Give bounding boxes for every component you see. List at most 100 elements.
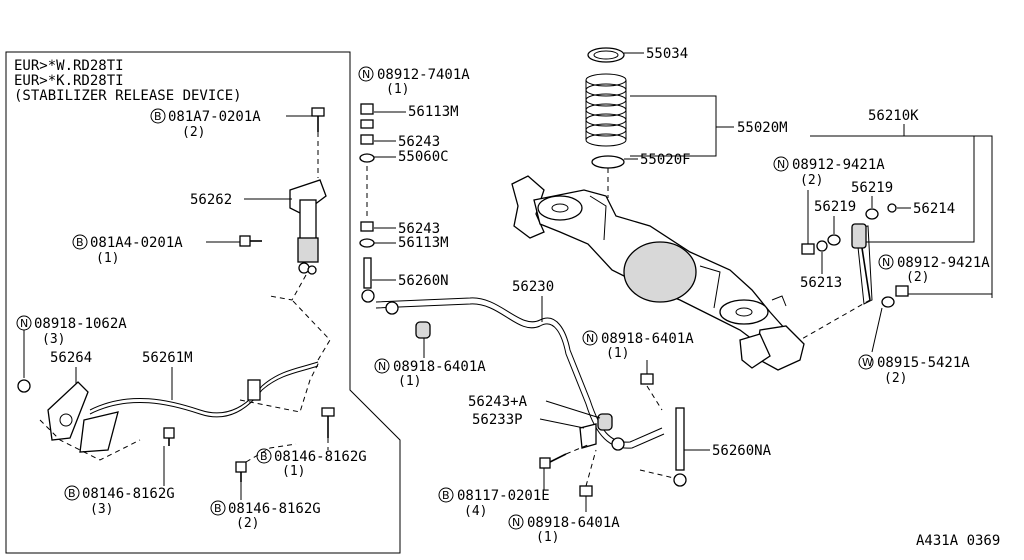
bolt-081A7-graphic: [311, 107, 325, 178]
svg-text:(1): (1): [536, 530, 559, 545]
callout-08918-6401A-right: N 08918-6401A (1): [582, 330, 694, 374]
svg-text:08146-8162G: 08146-8162G: [82, 486, 175, 502]
callout-56243A: 56243+A: [468, 394, 601, 419]
callout-55060C: 55060C: [374, 149, 449, 165]
inset-header-line3: (STABILIZER RELEASE DEVICE): [14, 88, 242, 104]
svg-text:08117-0201E: 08117-0201E: [457, 488, 550, 504]
svg-text:B: B: [442, 489, 450, 502]
svg-text:56113M: 56113M: [408, 104, 459, 120]
svg-text:(4): (4): [464, 504, 487, 519]
svg-text:(3): (3): [42, 332, 65, 347]
svg-text:56261M: 56261M: [142, 350, 193, 366]
callout-08918-1062A: N 08918-1062A (3): [16, 315, 127, 393]
callout-081A4-0201A: B 081A4-0201A (1): [72, 234, 240, 266]
bushing-56243A-graphic: [579, 413, 613, 449]
svg-text:56214: 56214: [913, 201, 955, 217]
svg-text:56262: 56262: [190, 192, 232, 208]
svg-text:56260N: 56260N: [398, 273, 449, 289]
svg-text:(1): (1): [398, 374, 421, 389]
inset-header-line2: EUR>*K.RD28TI: [14, 73, 124, 89]
svg-text:B: B: [76, 236, 84, 249]
shock-56210K-graphic: [799, 223, 873, 341]
svg-text:N: N: [586, 332, 594, 345]
cable-56261M-graphic: [89, 299, 331, 418]
svg-text:081A7-0201A: 081A7-0201A: [168, 109, 261, 125]
svg-text:08912-9421A: 08912-9421A: [792, 157, 885, 173]
catalog-code: A431A 0369: [916, 533, 1000, 549]
svg-text:(1): (1): [606, 346, 629, 361]
svg-text:56230: 56230: [512, 279, 554, 295]
svg-text:N: N: [378, 360, 386, 373]
callout-08918-6401A-bottom: N 08918-6401A (1): [508, 496, 620, 545]
link-56260N-graphic: [361, 257, 375, 303]
svg-text:B: B: [154, 110, 162, 123]
svg-text:08912-9421A: 08912-9421A: [897, 255, 990, 271]
callout-56260N: 56260N: [372, 273, 449, 289]
callout-55034: 55034: [624, 46, 688, 62]
svg-text:56264: 56264: [50, 350, 92, 366]
callout-56243-top: 56243: [374, 134, 440, 150]
svg-text:N: N: [20, 317, 28, 330]
callout-08912-9421A-right: N 08912-9421A (2): [878, 254, 992, 297]
svg-text:08918-1062A: 08918-1062A: [34, 316, 127, 332]
callout-081A7-0201A: B 081A7-0201A (2): [150, 108, 312, 140]
nut-stack-graphic: [359, 103, 375, 248]
svg-text:B: B: [68, 487, 76, 500]
svg-text:(1): (1): [96, 251, 119, 266]
bolt-08146-a-graphic: [321, 407, 335, 450]
callout-56213: 56213: [800, 240, 842, 291]
callout-08117-0201E: B 08117-0201E (4): [438, 468, 550, 519]
callout-56219-a: 56219: [851, 180, 893, 220]
callout-08912-9421A-top: N 08912-9421A (2): [773, 156, 885, 255]
svg-text:08918-6401A: 08918-6401A: [601, 331, 694, 347]
svg-text:56219: 56219: [814, 199, 856, 215]
nut-08918-bottom-graphic: [579, 449, 597, 497]
callout-56243-mid: 56243: [374, 221, 440, 237]
callout-56264: 56264: [50, 350, 92, 384]
svg-text:B: B: [260, 450, 268, 463]
callout-56113M-top: 56113M: [374, 104, 459, 120]
inset-frame: [5, 51, 401, 554]
coil-spring-55020M-graphic: [585, 73, 627, 147]
callout-08146-8162G-c: B 08146-8162G (2): [210, 482, 321, 531]
svg-text:55060C: 55060C: [398, 149, 449, 165]
link-56260NA-graphic: [639, 373, 687, 487]
svg-text:08915-5421A: 08915-5421A: [877, 355, 970, 371]
svg-text:B: B: [214, 502, 222, 515]
inset-header-line1: EUR>*W.RD28TI: [14, 58, 124, 74]
spring-seat-55020F-graphic: [591, 155, 625, 198]
svg-text:08146-8162G: 08146-8162G: [228, 501, 321, 517]
svg-text:N: N: [882, 256, 890, 269]
bracket-56264-graphic: [39, 381, 141, 461]
axle-housing-graphic: [511, 175, 805, 371]
callout-56260NA: 56260NA: [684, 443, 772, 459]
callout-56261M: 56261M: [142, 350, 193, 400]
svg-text:08918-6401A: 08918-6401A: [527, 515, 620, 531]
svg-text:56113M: 56113M: [398, 235, 449, 251]
callout-56219-b: 56219: [814, 199, 856, 246]
callout-56233P: 56233P: [472, 412, 585, 429]
svg-text:08146-8162G: 08146-8162G: [274, 449, 367, 465]
bolt-081A4-graphic: [239, 235, 262, 247]
svg-text:55020M: 55020M: [737, 120, 788, 136]
svg-text:56243: 56243: [398, 221, 440, 237]
callout-56214: 56214: [887, 201, 955, 217]
callout-08915-5421A: W 08915-5421A (2): [858, 296, 970, 386]
svg-text:(2): (2): [182, 125, 205, 140]
svg-text:W: W: [862, 356, 873, 369]
stabilizer-bar-56230-graphic: [375, 297, 665, 451]
svg-text:N: N: [512, 516, 520, 529]
svg-text:56233P: 56233P: [472, 412, 523, 428]
callout-08918-6401A-left: N 08918-6401A (1): [374, 338, 486, 389]
svg-text:55020F: 55020F: [640, 152, 691, 168]
svg-text:(2): (2): [906, 270, 929, 285]
svg-text:56210K: 56210K: [868, 108, 919, 124]
callout-08912-7401A: N 08912-7401A (1): [358, 66, 470, 97]
callout-55020M: 55020M: [630, 95, 788, 157]
callout-56262: 56262: [190, 192, 292, 208]
callout-56210K: 56210K: [810, 108, 993, 298]
bolt-08146-c-graphic: [235, 443, 297, 482]
callout-08146-8162G-a: B 08146-8162G (1): [256, 448, 367, 479]
callout-56230: 56230: [512, 279, 554, 322]
